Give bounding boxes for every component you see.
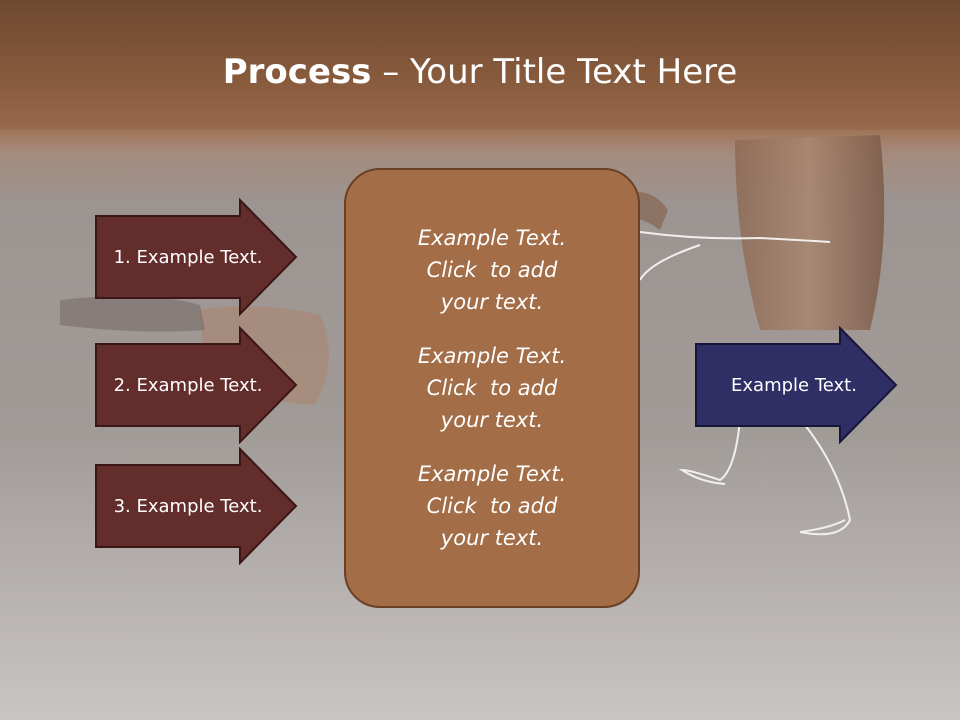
output-label: Example Text.	[731, 374, 857, 396]
paragraph-line: your text.	[440, 526, 544, 550]
input-label-3: 3. Example Text.	[113, 495, 263, 517]
input-label-1: 1. Example Text.	[113, 246, 263, 268]
input-arrow-3[interactable]: 3. Example Text.	[94, 447, 300, 565]
input-label-2: 2. Example Text.	[113, 374, 263, 396]
process-paragraph-2: Example Text. Click to add your text.	[418, 340, 566, 436]
process-paragraph-1: Example Text. Click to add your text.	[418, 222, 566, 318]
paragraph-line: your text.	[440, 408, 544, 432]
input-arrow-2[interactable]: 2. Example Text.	[94, 326, 300, 444]
arrow-shape-2	[95, 326, 298, 444]
title-rest: – Your Title Text Here	[371, 52, 738, 92]
input-arrow-1[interactable]: 1. Example Text.	[94, 198, 300, 316]
paragraph-line: Click to add	[426, 494, 558, 518]
paragraph-line: Click to add	[426, 376, 558, 400]
paragraph-line: Click to add	[426, 258, 558, 282]
output-arrow-shape	[695, 326, 898, 444]
paragraph-line: Example Text.	[417, 462, 567, 486]
paragraph-line: your text.	[440, 290, 544, 314]
title-bold: Process	[222, 52, 372, 92]
arrow-shape-1	[95, 198, 298, 316]
paragraph-line: Example Text.	[417, 344, 567, 368]
arrow-shape-3	[95, 447, 298, 565]
process-box[interactable]: Example Text. Click to add your text. Ex…	[344, 168, 640, 608]
output-arrow[interactable]: Example Text.	[694, 326, 900, 444]
slide-title: Process – Your Title Text Here	[0, 52, 960, 92]
paragraph-line: Example Text.	[417, 226, 567, 250]
process-paragraph-3: Example Text. Click to add your text.	[418, 458, 566, 554]
